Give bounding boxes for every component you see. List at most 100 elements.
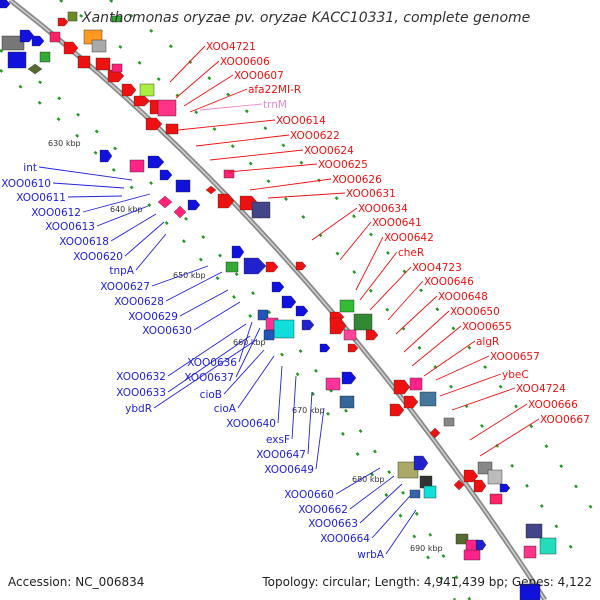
leader-line [307, 391, 313, 455]
gene-feature [409, 377, 423, 391]
gene-label-xoo0618[interactable]: XOO0618 [59, 236, 109, 248]
gene-feature [99, 149, 113, 163]
gene-label-xoo0630[interactable]: XOO0630 [142, 325, 192, 337]
gene-label-xoo0622[interactable]: XOO0622 [290, 130, 340, 142]
leader-line [403, 310, 450, 353]
gene-label-int[interactable]: int [23, 162, 37, 174]
gene-label-xoo0625[interactable]: XOO0625 [318, 159, 368, 171]
title-legend-swatch [67, 11, 78, 22]
gene-label-xoo0611[interactable]: XOO0611 [16, 192, 66, 204]
leader-line [277, 365, 283, 424]
gene-label-xoo0628[interactable]: XOO0628 [114, 296, 164, 308]
gene-feature [519, 583, 541, 600]
gene-label-xoo0649[interactable]: XOO0649 [264, 464, 314, 476]
gene-label-xoo0647[interactable]: XOO0647 [256, 449, 306, 461]
gene-label-ybdr[interactable]: ybdR [125, 403, 152, 415]
gene-label-xoo0655[interactable]: XOO0655 [462, 321, 512, 333]
gene-label-xoo0614[interactable]: XOO0614 [276, 115, 326, 127]
gene-feature [499, 483, 511, 493]
gene-label-xoo0636[interactable]: XOO0636 [187, 357, 237, 369]
gene-feature [329, 317, 347, 335]
gene-label-xoo0607[interactable]: XOO0607 [234, 70, 284, 82]
gene-feature [343, 329, 357, 341]
gene-feature [1, 35, 25, 51]
gene-label-xoo0633[interactable]: XOO0633 [116, 387, 166, 399]
gene-label-tnpa[interactable]: tnpA [109, 265, 134, 277]
leader-line [175, 60, 220, 99]
gene-feature [265, 261, 279, 273]
leader-line [435, 355, 490, 381]
gene-label-xoo0663[interactable]: XOO0663 [308, 518, 358, 530]
gene-label-xoo0631[interactable]: XOO0631 [346, 188, 396, 200]
gene-feature [27, 63, 43, 75]
gene-feature [121, 83, 137, 97]
gene-feature [353, 313, 373, 331]
leader-line [385, 509, 417, 555]
gene-feature [173, 205, 187, 219]
gene-label-cioa[interactable]: cioA [214, 403, 237, 415]
leader-line [311, 207, 358, 241]
gene-label-xoo0637[interactable]: XOO0637 [184, 372, 234, 384]
gene-label-xoo0646[interactable]: XOO0646 [424, 276, 474, 288]
gene-label-xoo0666[interactable]: XOO0666 [528, 399, 578, 411]
gene-label-xoo0606[interactable]: XOO0606 [220, 56, 270, 68]
gene-feature [539, 537, 557, 555]
gene-label-xoo0632[interactable]: XOO0632 [116, 371, 166, 383]
leader-line [227, 163, 318, 173]
gene-label-xoo0660[interactable]: XOO0660 [284, 489, 334, 501]
gene-feature [487, 469, 503, 485]
gene-label-xoo0650[interactable]: XOO0650 [450, 306, 500, 318]
gene-label-ybec[interactable]: ybeC [502, 369, 529, 381]
gene-label-xoo0620[interactable]: XOO0620 [73, 251, 123, 263]
leader-line [423, 340, 476, 377]
gene-label-trnm[interactable]: trnM [263, 99, 287, 111]
gene-label-xoo0610[interactable]: XOO0610 [1, 178, 51, 190]
gene-feature [133, 95, 151, 107]
gene-label-xoo4721[interactable]: XOO4721 [206, 41, 256, 53]
gene-label-xoo0642[interactable]: XOO0642 [384, 232, 434, 244]
tick-label: 630 kbp [48, 139, 81, 148]
gene-label-xoo0612[interactable]: XOO0612 [31, 207, 81, 219]
gene-label-xoo0641[interactable]: XOO0641 [372, 217, 422, 229]
gene-label-wrba[interactable]: wrbA [357, 549, 385, 561]
gene-feature [257, 309, 269, 321]
gene-feature [231, 245, 245, 259]
gene-label-xoo0640[interactable]: XOO0640 [226, 418, 276, 430]
gene-label-xoo0629[interactable]: XOO0629 [128, 311, 178, 323]
gene-feature [63, 41, 79, 55]
gene-label-xoo0667[interactable]: XOO0667 [540, 414, 590, 426]
gene-feature [429, 427, 441, 439]
leader-line [38, 166, 133, 181]
gene-label-algr[interactable]: algR [476, 336, 499, 348]
gene-label-xoo0634[interactable]: XOO0634 [358, 203, 408, 215]
tick-label: 640 kbp [110, 205, 143, 214]
gene-feature [419, 391, 437, 407]
gene-label-xoo0664[interactable]: XOO0664 [320, 533, 370, 545]
leader-line [411, 325, 462, 367]
gene-feature [475, 539, 487, 551]
gene-label-xoo0624[interactable]: XOO0624 [304, 145, 354, 157]
gene-feature [77, 55, 91, 69]
gene-label-xoo0648[interactable]: XOO0648 [438, 291, 488, 303]
gene-label-xoo4723[interactable]: XOO4723 [412, 262, 462, 274]
leader-line [479, 418, 540, 457]
gene-label-xoo0627[interactable]: XOO0627 [100, 281, 150, 293]
gene-label-ciob[interactable]: cioB [200, 389, 222, 401]
gene-feature [111, 15, 123, 23]
gene-label-xoo0662[interactable]: XOO0662 [298, 504, 348, 516]
gene-feature [489, 493, 503, 505]
leader-line [359, 483, 403, 524]
gene-label-cher[interactable]: cheR [398, 247, 424, 259]
leader-line [355, 236, 384, 291]
map-title: Xanthomonas oryzae pv. oryzae KACC10331,… [81, 10, 530, 26]
gene-label-exsf[interactable]: exsF [266, 434, 290, 446]
gene-label-xoo4724[interactable]: XOO4724 [516, 383, 566, 395]
gene-feature [295, 261, 307, 271]
gene-label-xoo0626[interactable]: XOO0626 [332, 174, 382, 186]
leader-line [189, 88, 248, 113]
gene-label-xoo0613[interactable]: XOO0613 [45, 221, 95, 233]
gene-label-xoo0657[interactable]: XOO0657 [490, 351, 540, 363]
gene-label-afa22mi-r[interactable]: afa22MI-R [248, 84, 301, 96]
orf-track-inner-2 [0, 69, 457, 600]
